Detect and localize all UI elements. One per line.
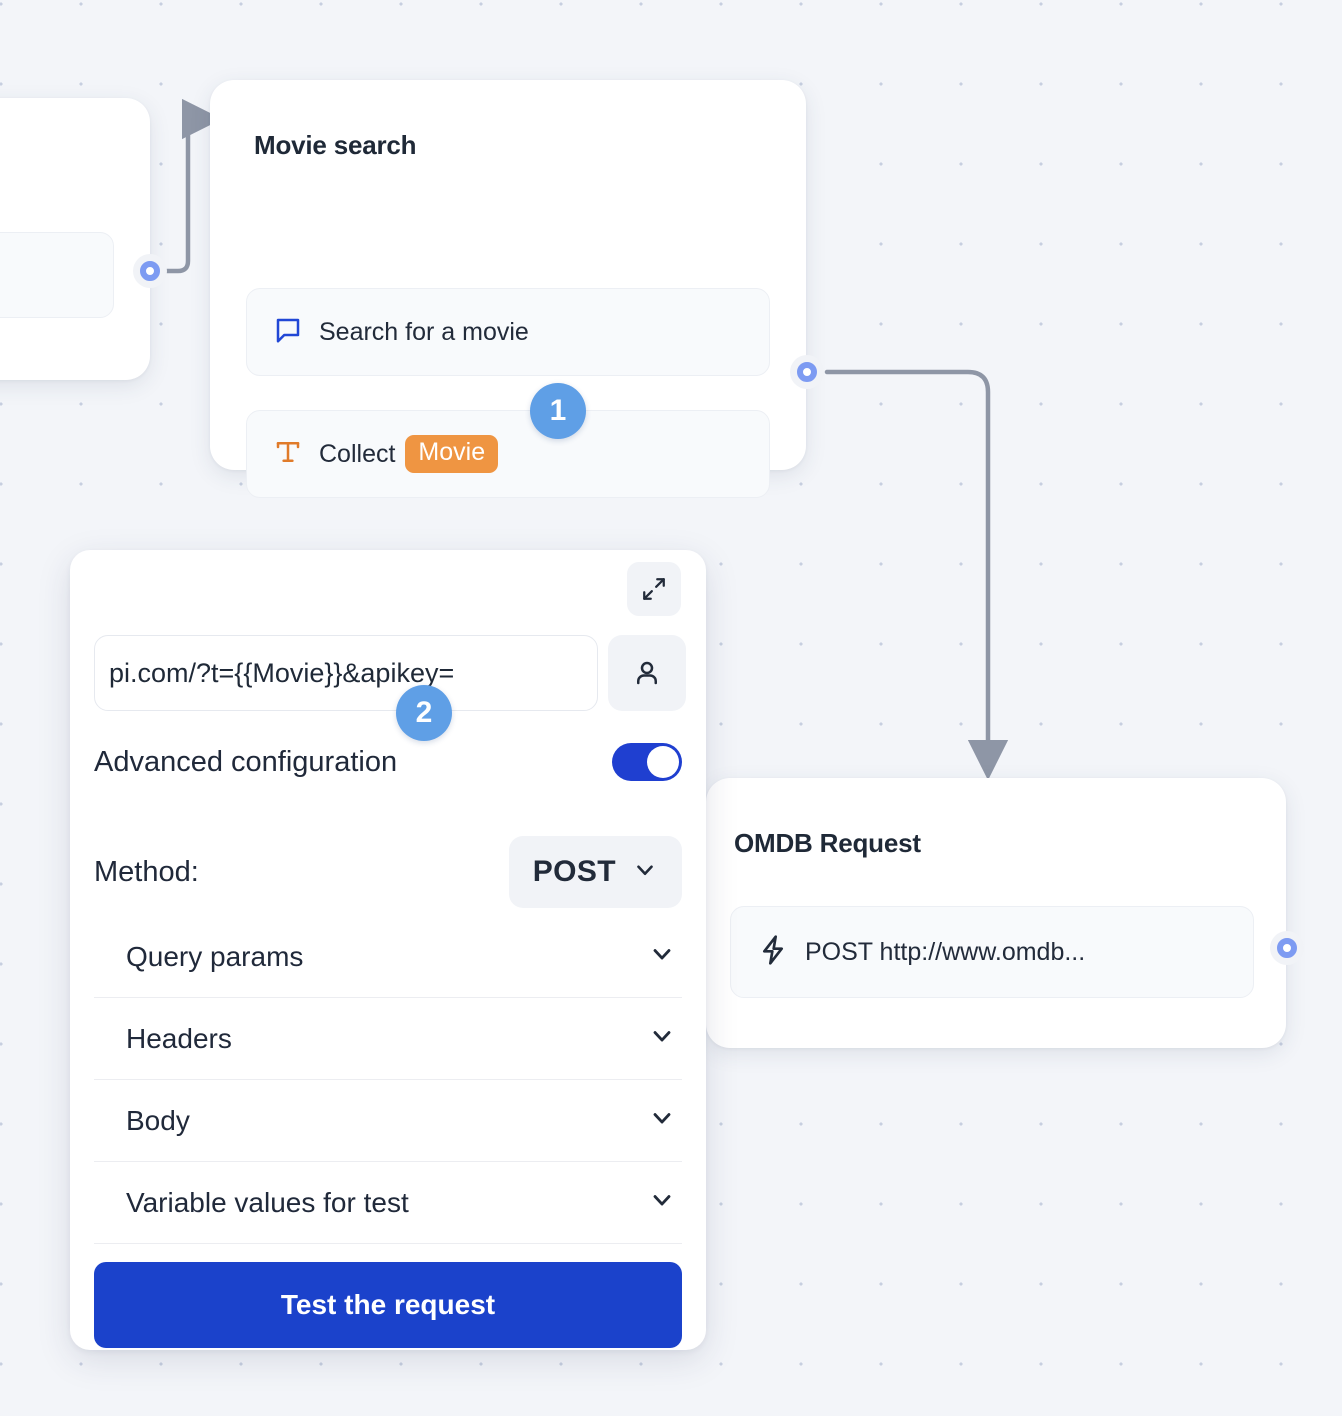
method-label: Method: (94, 855, 199, 888)
step-badge-1: 1 (530, 383, 586, 439)
step-badge-2: 2 (396, 685, 452, 741)
collect-label: Collect (319, 439, 396, 468)
url-row[interactable] (94, 635, 686, 711)
accordion-label: Variable values for test (126, 1186, 409, 1218)
chevron-down-icon (632, 857, 658, 888)
chevron-down-icon[interactable] (648, 1022, 676, 1055)
accordion-label: Headers (126, 1022, 232, 1054)
chevron-down-icon[interactable] (648, 1186, 676, 1219)
advanced-configuration-row[interactable]: Advanced configuration (94, 743, 682, 781)
connector-dot-movie-search-output[interactable] (790, 355, 824, 389)
variable-tag-movie[interactable]: Movie (405, 435, 499, 473)
node-movie-search-title: Movie search (254, 130, 417, 160)
method-row: Method: POST (94, 836, 682, 908)
node-previous-row[interactable] (0, 232, 114, 318)
test-the-request-button[interactable]: Test the request (94, 1262, 682, 1348)
node-row-label: Search for a movie (319, 317, 529, 346)
lightning-bolt-icon (757, 934, 789, 971)
node-omdb-request-title: OMDB Request (734, 828, 921, 858)
connector-dot-omdb-request-output[interactable] (1270, 931, 1304, 965)
connector-dot-previous-output[interactable] (133, 254, 167, 288)
request-config-panel[interactable]: Advanced configuration Method: POST Quer… (70, 550, 706, 1350)
speech-bubble-icon (273, 315, 303, 350)
node-row-collect-movie[interactable]: Collect Movie (246, 410, 770, 498)
request-url-input[interactable] (94, 635, 598, 711)
accordion-item-query-params[interactable]: Query params (94, 916, 682, 998)
method-value: POST (532, 855, 616, 888)
accordion-label: Body (126, 1104, 190, 1136)
node-movie-search[interactable]: Movie search Search for a movie (210, 80, 806, 498)
node-row-label: Collect Movie (319, 435, 499, 473)
accordion-item-variable-values-for-test[interactable]: Variable values for test (94, 1162, 682, 1244)
node-row-post-request[interactable]: POST http://www.omdb... (730, 906, 1254, 998)
chevron-down-icon[interactable] (648, 940, 676, 973)
expand-icon[interactable] (627, 562, 681, 616)
chevron-down-icon[interactable] (648, 1104, 676, 1137)
node-previous[interactable] (0, 98, 150, 380)
person-icon[interactable] (608, 635, 686, 711)
advanced-configuration-toggle[interactable] (612, 743, 682, 781)
node-omdb-request[interactable]: OMDB Request POST http://www.omdb... (706, 778, 1286, 1048)
edge-movie-to-omdb (824, 369, 1009, 781)
node-row-label: POST http://www.omdb... (805, 937, 1086, 966)
accordion-item-body[interactable]: Body (94, 1080, 682, 1162)
node-row-search-for-a-movie[interactable]: Search for a movie (246, 288, 770, 376)
accordion-label: Query params (126, 940, 304, 972)
accordion-item-headers[interactable]: Headers (94, 998, 682, 1080)
method-select[interactable]: POST (508, 836, 682, 908)
text-t-icon (273, 437, 303, 472)
edge-prev-to-movie (164, 98, 223, 274)
advanced-configuration-label: Advanced configuration (94, 745, 398, 778)
request-sections-accordion: Query params Headers Body (94, 916, 682, 1244)
